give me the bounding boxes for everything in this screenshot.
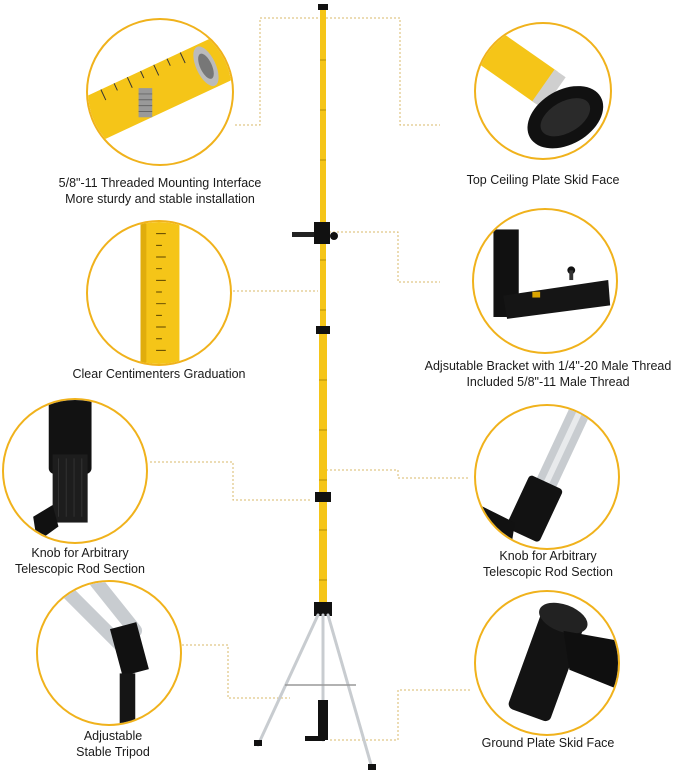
caption-bracket: Adjsutable Bracket with 1/4"-20 Male Thr…	[424, 359, 672, 389]
leader-threaded	[235, 17, 318, 126]
detail-circle-bracket	[472, 208, 618, 354]
knob-photo-right	[476, 406, 593, 548]
ground-plate-photo	[508, 602, 618, 722]
caption-graduation: Clear Centimenters Graduation	[72, 367, 246, 381]
caption-tripod: Adjustable Stable Tripod	[76, 729, 150, 759]
caption-ceiling-plate: Top Ceiling Plate Skid Face	[466, 173, 620, 187]
graduation-rod-photo	[140, 222, 180, 364]
caption-knob-right: Knob for Arbitrary Telescopic Rod Sectio…	[483, 549, 613, 579]
detail-circle-knob-left	[2, 398, 148, 544]
ceiling-plate-photo	[476, 24, 604, 149]
detail-circle-graduation	[86, 220, 232, 366]
detail-circle-ceiling-plate	[474, 22, 612, 160]
tripod-leg-photo	[60, 582, 149, 724]
leader-ceiling	[322, 17, 440, 126]
threaded-rod-photo	[88, 37, 232, 143]
bracket-photo	[493, 229, 611, 319]
detail-circle-tripod	[36, 580, 182, 726]
caption-knob-left: Knob for Arbitrary Telescopic Rod Sectio…	[15, 546, 145, 576]
leader-tripod	[150, 644, 290, 699]
caption-ground-plate: Ground Plate Skid Face	[481, 736, 615, 750]
leader-knob-right	[322, 469, 470, 479]
leader-knob-left	[150, 461, 312, 501]
detail-circle-threaded-interface	[86, 18, 234, 166]
caption-threaded-interface: 5/8"-11 Threaded Mounting Interface More…	[58, 176, 262, 206]
detail-circle-knob-right	[474, 404, 620, 550]
leader-bracket	[325, 231, 440, 283]
knob-photo-left	[33, 400, 92, 542]
detail-circle-ground-plate	[474, 590, 620, 736]
